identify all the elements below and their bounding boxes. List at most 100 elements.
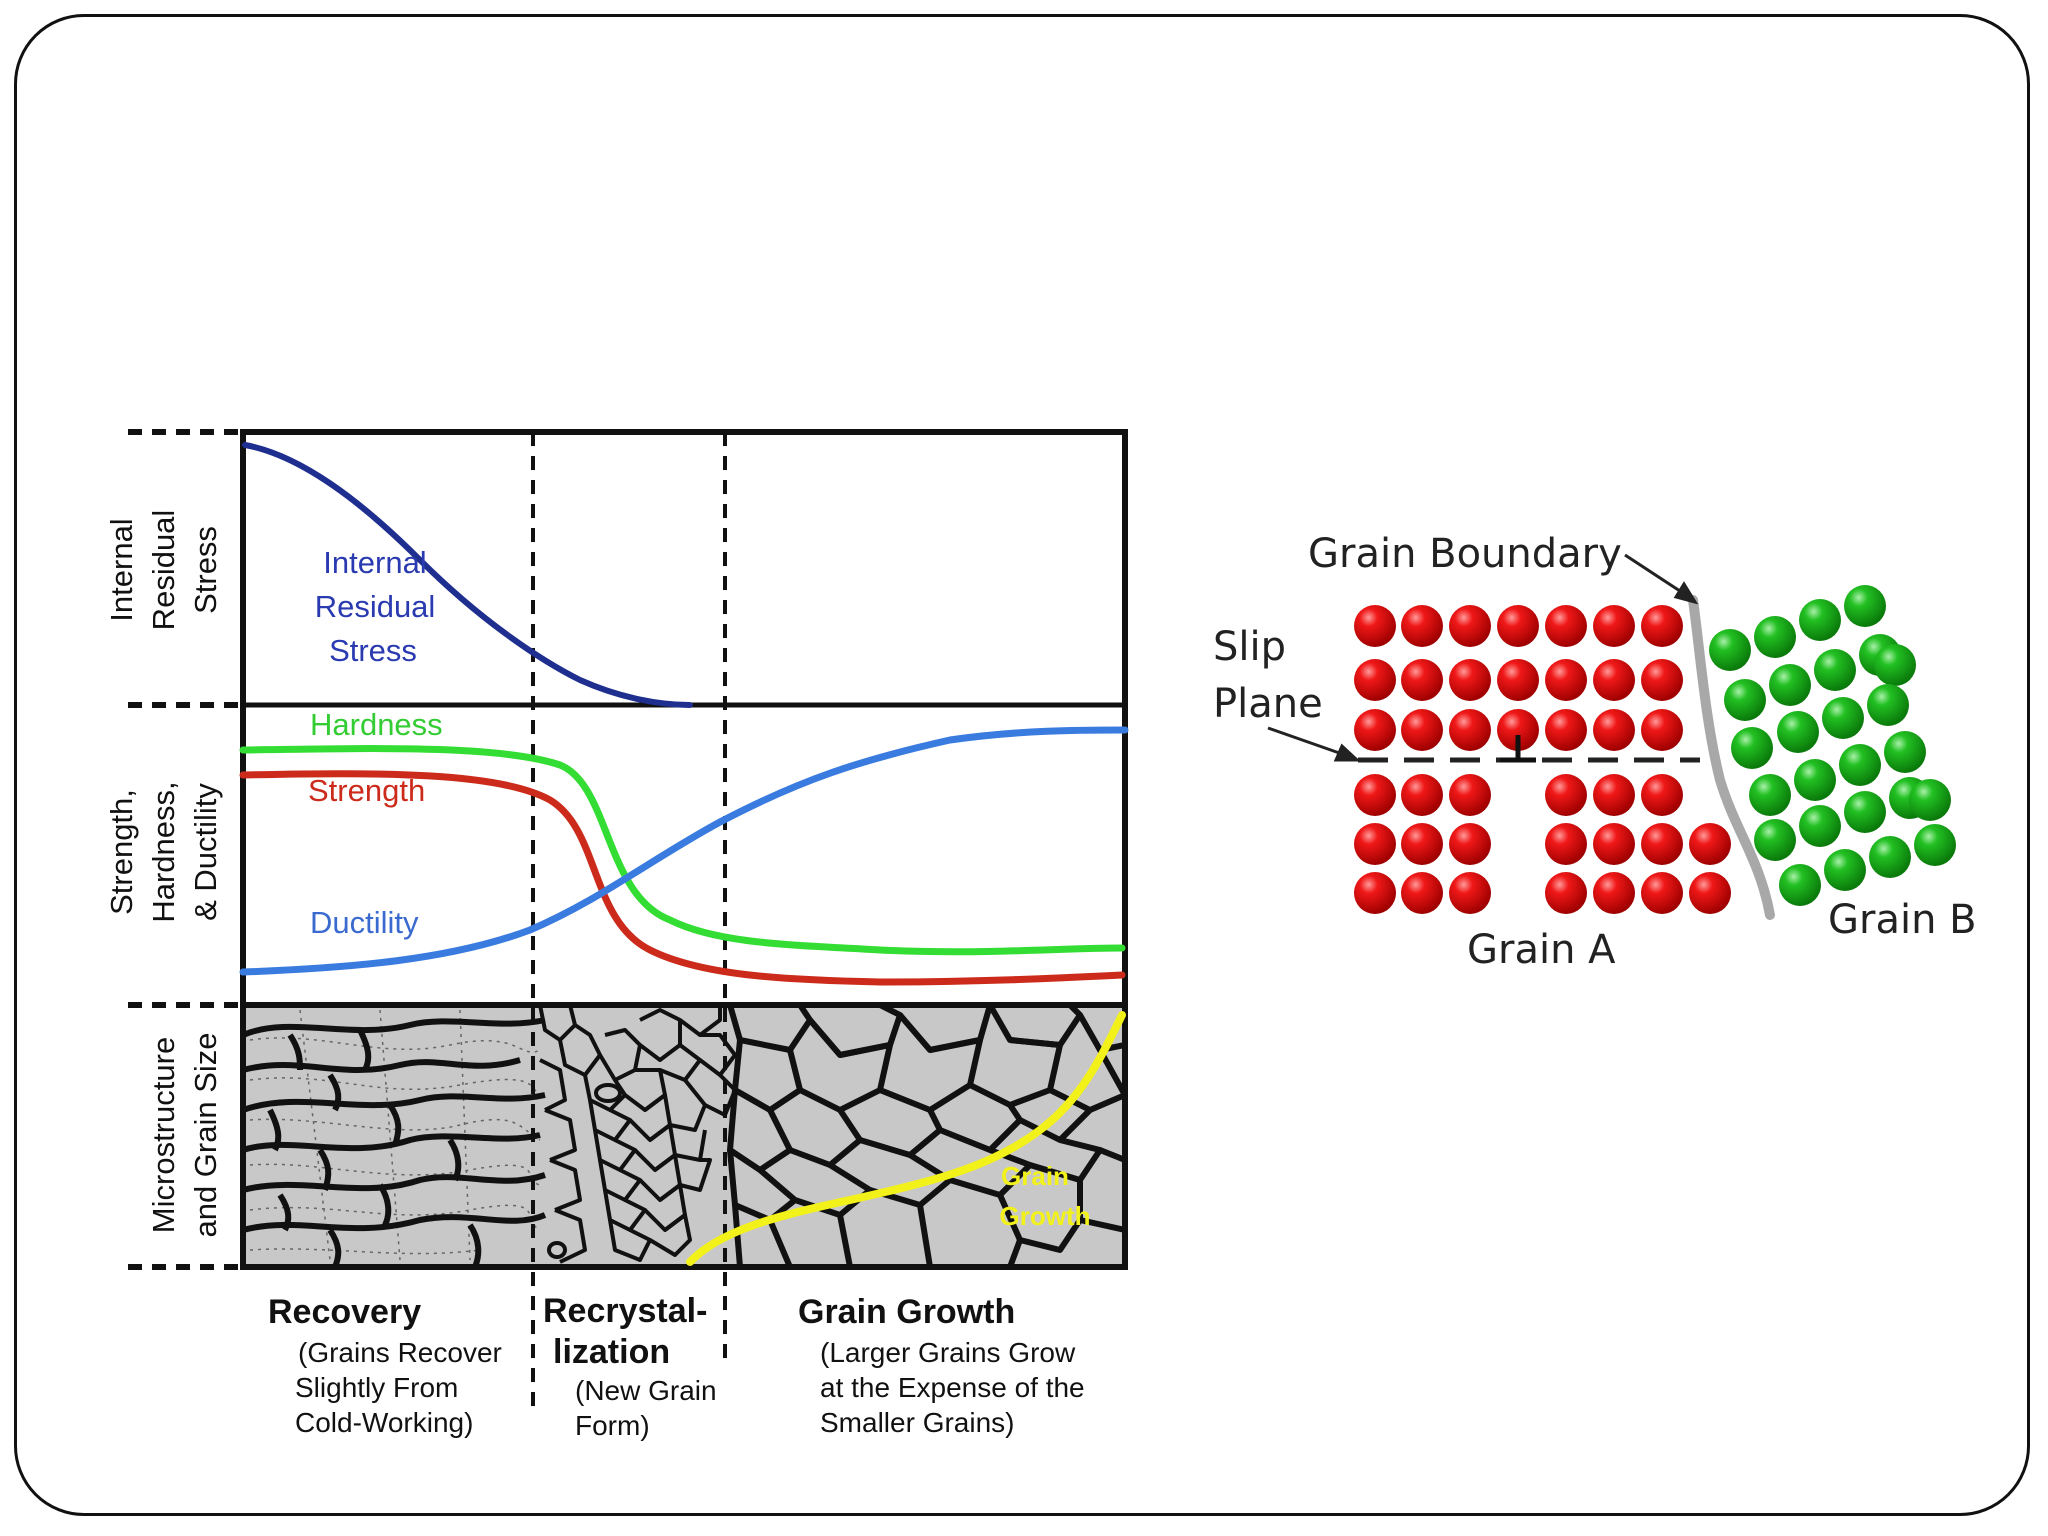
slip-plane-label-line: Plane [1213,681,1323,727]
atom [1709,629,1751,671]
stage-desc-line: (Grains Recover [298,1337,502,1368]
atom [1449,709,1491,751]
atom [1401,709,1443,751]
axis-label-line: Stress [188,526,223,614]
atom [1799,805,1841,847]
axis-label-internal-residual-stress: Internal Residual Stress [104,510,223,631]
atom [1641,872,1683,914]
arrows [1267,553,1699,762]
atom [1401,872,1443,914]
stage-title-recrystallization: Recrystal- [543,1292,707,1330]
axis-label-microstructure: Microstructure and Grain Size [146,1032,223,1237]
atom [1749,774,1791,816]
axis-label-line: Hardness, [146,781,181,922]
atom [1545,872,1587,914]
ductility-curve [239,726,1129,976]
panel-divider-ticks [128,429,243,1270]
atom [1724,679,1766,721]
atom [1754,616,1796,658]
stage-desc-line: (Larger Grains Grow [820,1337,1076,1368]
grain-growth-label-line: Growth [1000,1201,1091,1231]
axis-label-line: and Grain Size [188,1032,223,1237]
atom [1354,774,1396,816]
atom [1449,605,1491,647]
atom [1844,791,1886,833]
stress-label-line: Internal [323,545,426,580]
stage-desc-line: (New Grain [575,1375,717,1406]
atom [1354,872,1396,914]
atom [1869,836,1911,878]
strength-label: Strength [308,773,425,808]
atom [1822,697,1864,739]
atom [1354,823,1396,865]
grain-growth-label-line: Grain [1001,1161,1069,1191]
stage-title-recovery: Recovery [268,1293,421,1331]
stage-separators [531,432,727,1410]
axis-label-line: & Ductility [188,783,223,921]
atom [1824,849,1866,891]
dislocation-symbol [1500,735,1536,763]
atom [1593,872,1635,914]
ductility-label: Ductility [310,905,419,940]
grain-growth-curve [686,1011,1126,1266]
atom [1754,819,1796,861]
atom-labels: Grain Boundary Slip Plane Grain A Grain … [1213,531,1977,973]
atom [1545,709,1587,751]
grain-a-label: Grain A [1467,927,1616,973]
atom [1354,605,1396,647]
stage-desc-line: Slightly From [295,1372,458,1403]
stage-desc-line: Form) [575,1410,650,1441]
atom [1799,599,1841,641]
atom [1545,823,1587,865]
microstructure-panel [240,1002,1128,1270]
atom [1593,774,1635,816]
atom [1449,659,1491,701]
atom [1914,824,1956,866]
atom [1401,774,1443,816]
new-small-grains [538,1005,737,1264]
atom [1354,659,1396,701]
atom [1641,605,1683,647]
chart-frame [240,429,1128,1008]
grain-a-atoms [1354,605,1731,914]
slip-plane-label-line: Slip [1213,624,1286,670]
atom [1814,649,1856,691]
atom [1593,823,1635,865]
atom [1641,709,1683,751]
atom [1884,731,1926,773]
grain-b-label: Grain B [1828,897,1977,943]
atom [1689,823,1731,865]
atom [1867,684,1909,726]
axis-label-strength-hardness-ductility: Strength, Hardness, & Ductility [104,781,223,922]
atom [1844,585,1886,627]
cold-worked-grains [243,1017,547,1267]
stress-label-line: Stress [329,633,417,668]
atom [1593,605,1635,647]
curve-labels: Internal Residual Stress Hardness Streng… [308,545,1091,1231]
atom [1354,709,1396,751]
atom [1641,823,1683,865]
axis-label-line: Internal [104,518,139,621]
atom [1497,605,1539,647]
stage-desc-line: Smaller Grains) [820,1407,1014,1438]
grain-b-atoms [1709,585,1956,906]
atom [1909,779,1951,821]
atom [1497,709,1539,751]
atom [1545,659,1587,701]
atom [1401,823,1443,865]
stage-captions: Recovery (Grains Recover Slightly From C… [268,1292,1085,1441]
grain-boundary-line [1688,595,1775,920]
strength-curve [239,770,1126,986]
atom [1449,774,1491,816]
axis-label-line: Strength, [104,789,139,915]
recrystallization-diagram: Internal Residual Stress Strength, Hardn… [104,429,1129,1441]
stage-title-recrystallization: lization [553,1333,670,1371]
atom [1401,605,1443,647]
hardness-curve [239,745,1126,956]
atom [1641,774,1683,816]
atom [1449,872,1491,914]
hardness-label: Hardness [310,707,443,742]
large-grains [727,1005,1125,1267]
atom [1794,759,1836,801]
